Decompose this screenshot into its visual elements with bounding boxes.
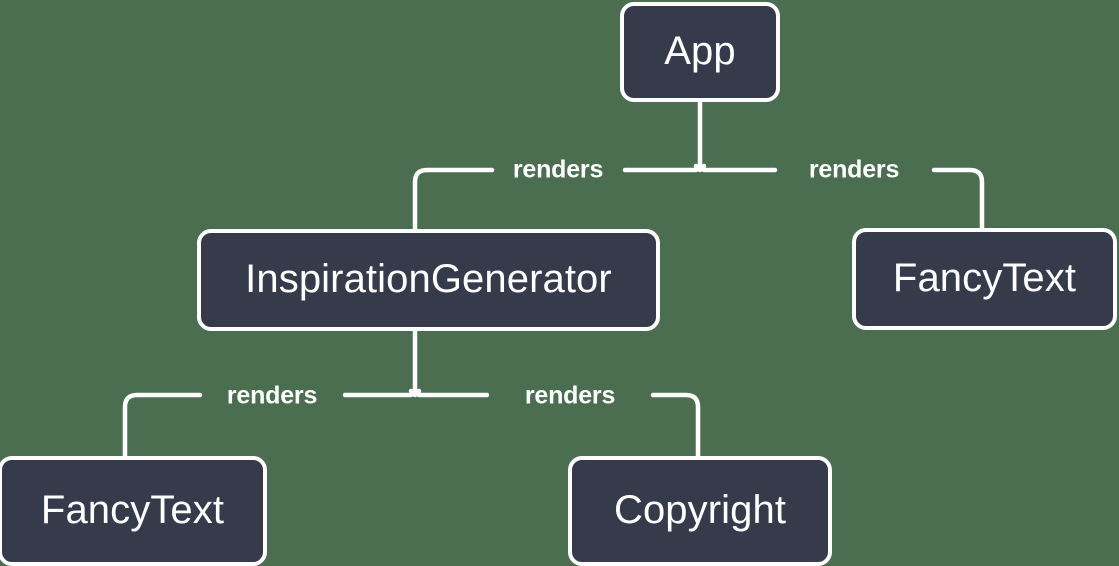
node-fancytext-left-label: FancyText bbox=[40, 487, 225, 532]
node-fancytext-right-label: FancyText bbox=[892, 255, 1077, 300]
edge-label-app-inspiration: renders bbox=[512, 155, 604, 184]
node-fancytext-left[interactable]: FancyText bbox=[0, 456, 267, 566]
edge-junction-bottom bbox=[408, 388, 422, 396]
node-copyright[interactable]: Copyright bbox=[568, 456, 832, 566]
node-inspirationgenerator-label: InspirationGenerator bbox=[245, 256, 612, 301]
node-fancytext-right[interactable]: FancyText bbox=[852, 228, 1117, 330]
edge-label-inspirationgenerator-copyright: renders bbox=[524, 381, 616, 410]
edge-label-inspirationgenerator-fancytext: renders bbox=[226, 381, 318, 410]
edge-app-fancytext-right-seg bbox=[931, 167, 985, 231]
edge-ig-fancytext-left-seg bbox=[122, 392, 203, 459]
edge-label-app-fancytext: renders bbox=[808, 155, 900, 184]
edge-app-inspiration-left-seg bbox=[412, 167, 495, 232]
node-inspirationgenerator[interactable]: InspirationGenerator bbox=[197, 229, 660, 331]
node-app[interactable]: App bbox=[620, 2, 780, 102]
node-copyright-label: Copyright bbox=[613, 487, 787, 532]
edge-ig-copyright-right-seg bbox=[650, 392, 701, 459]
edge-junction-top bbox=[693, 163, 707, 171]
node-app-label: App bbox=[664, 28, 736, 73]
